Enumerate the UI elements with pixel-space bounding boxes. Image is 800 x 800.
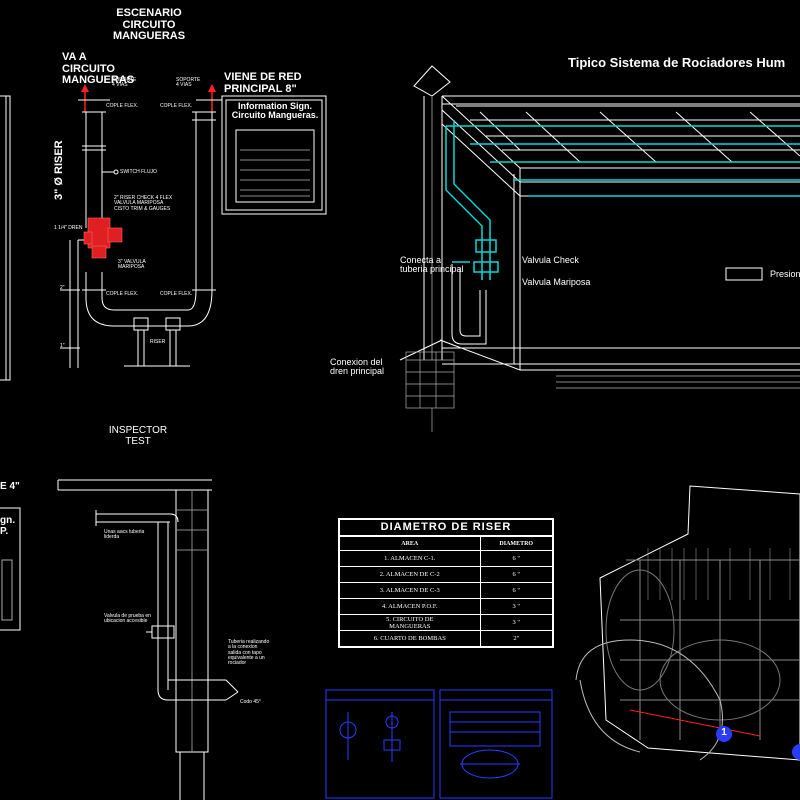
left-edge-fragment — [0, 95, 21, 631]
diametro-cell: 6 " — [479, 566, 554, 583]
area-cell: 2. ALMACEN DE C-2 — [338, 566, 481, 583]
soporte-right-label: SOPORTE 4 VIAS — [176, 77, 201, 89]
switch-flujo-label: SWITCH FLUJO — [120, 169, 157, 175]
presion-label: Presion — [770, 269, 800, 279]
table-row: 1. ALMACEN C-1.6 " — [338, 550, 554, 567]
conecta-tuberia-label: Conecta a tuberia principal — [400, 255, 464, 275]
conexion-dren-label: Conexion del dren principal — [330, 357, 385, 377]
va-a-circuito-label: VA A CIRCUITO MANGUERAS — [62, 51, 135, 87]
cople-flex-label: COPLE FLEX. — [106, 291, 139, 297]
inspector-note-right: Tuberia realizando a la conexion salida … — [228, 639, 270, 666]
viene-de-red-label: VIENE DE RED PRINCIPAL 8" — [224, 71, 302, 95]
information-sign-frame — [221, 95, 327, 215]
cople-flex-label: COPLE FLEX. — [106, 103, 139, 109]
inspector-note-top: Unas aacs tuberia liderda — [104, 529, 145, 541]
site-plan-markers — [716, 726, 800, 760]
column-header-diametro: DIAMETRO — [479, 535, 554, 551]
diametro-cell: 3 " — [479, 598, 554, 615]
soporte-left-label: SOPORTE 4 VIAS — [112, 77, 137, 89]
riser-bottom-label: RISER — [150, 339, 166, 345]
riser-diameter-table: DIAMETRO DE RISER AREA DIAMETRO 1. ALMAC… — [338, 518, 554, 648]
sprinkler-system-diagram — [399, 65, 800, 389]
area-cell: 6. CUARTO DE BOMBAS — [338, 630, 481, 648]
diametro-cell: 6 " — [479, 550, 554, 567]
valvula-check-label: Valvula Check — [522, 255, 579, 265]
check-valve-note: 2" RISER CHECK 4 FLEX VALVULA MARIPOSA C… — [114, 195, 173, 212]
inspector-note-valve: Valvula de prueba en ubicacion accesible — [104, 613, 151, 625]
info-sign-title: Information Sign. Circuito Mangueras. — [231, 101, 319, 121]
sprinkler-piping — [445, 120, 800, 280]
cople-flex-label: COPLE FLEX. — [160, 103, 193, 109]
site-plan-drawing — [575, 485, 800, 761]
riser-scenario-diagram — [60, 84, 222, 368]
soil-hatch — [405, 351, 455, 432]
diametro-cell: 2" — [479, 630, 554, 648]
left-fragment-e4-label: E 4" — [0, 481, 20, 492]
cople-flex-label: COPLE FLEX. — [160, 291, 193, 297]
valvula-mariposa-label: 3" VALVULA MARIPOSA — [118, 259, 146, 271]
area-cell: 4. ALMACEN P.O.F. — [338, 598, 481, 615]
valve-detail-sheets — [325, 689, 553, 799]
table-row: 4. ALMACEN P.O.F.3 " — [338, 598, 554, 615]
dimension-1-label: 1" — [60, 343, 65, 349]
inspector-test-diagram — [57, 479, 239, 800]
riser-table-title: DIAMETRO DE RISER — [338, 518, 554, 535]
column-header-area: AREA — [338, 535, 481, 551]
valvula-mariposa-sprinkler-label: Valvula Mariposa — [522, 277, 591, 287]
codo-label: Codo 45° — [240, 699, 261, 705]
riser-scenario-title: ESCENARIO CIRCUITO MANGUERAS — [112, 7, 186, 43]
area-cell: 1. ALMACEN C-1. — [338, 550, 481, 567]
area-cell: 3. ALMACEN DE C-3 — [338, 582, 481, 599]
diametro-cell: 6 " — [479, 582, 554, 599]
left-fragment-sign-label: gn. P. — [0, 515, 15, 537]
table-header-row: AREA DIAMETRO — [338, 535, 554, 551]
dren-label: 1 1/4" DREN — [54, 225, 83, 231]
dimension-2-label: 2" — [60, 285, 65, 291]
diametro-cell: 3 " — [479, 614, 554, 631]
drain-pipe — [451, 264, 487, 345]
sprinkler-system-title: Tipico Sistema de Rociadores Hum — [568, 55, 786, 70]
inspector-test-title: INSPECTOR TEST — [108, 425, 168, 447]
riser-vertical-label: 3" Ø RISER — [53, 140, 65, 200]
plan-marker-number: 1 — [721, 727, 727, 738]
area-cell: 5. CIRCUITO DE MANGUERAS — [338, 614, 481, 631]
check-valve-assembly — [83, 217, 123, 259]
